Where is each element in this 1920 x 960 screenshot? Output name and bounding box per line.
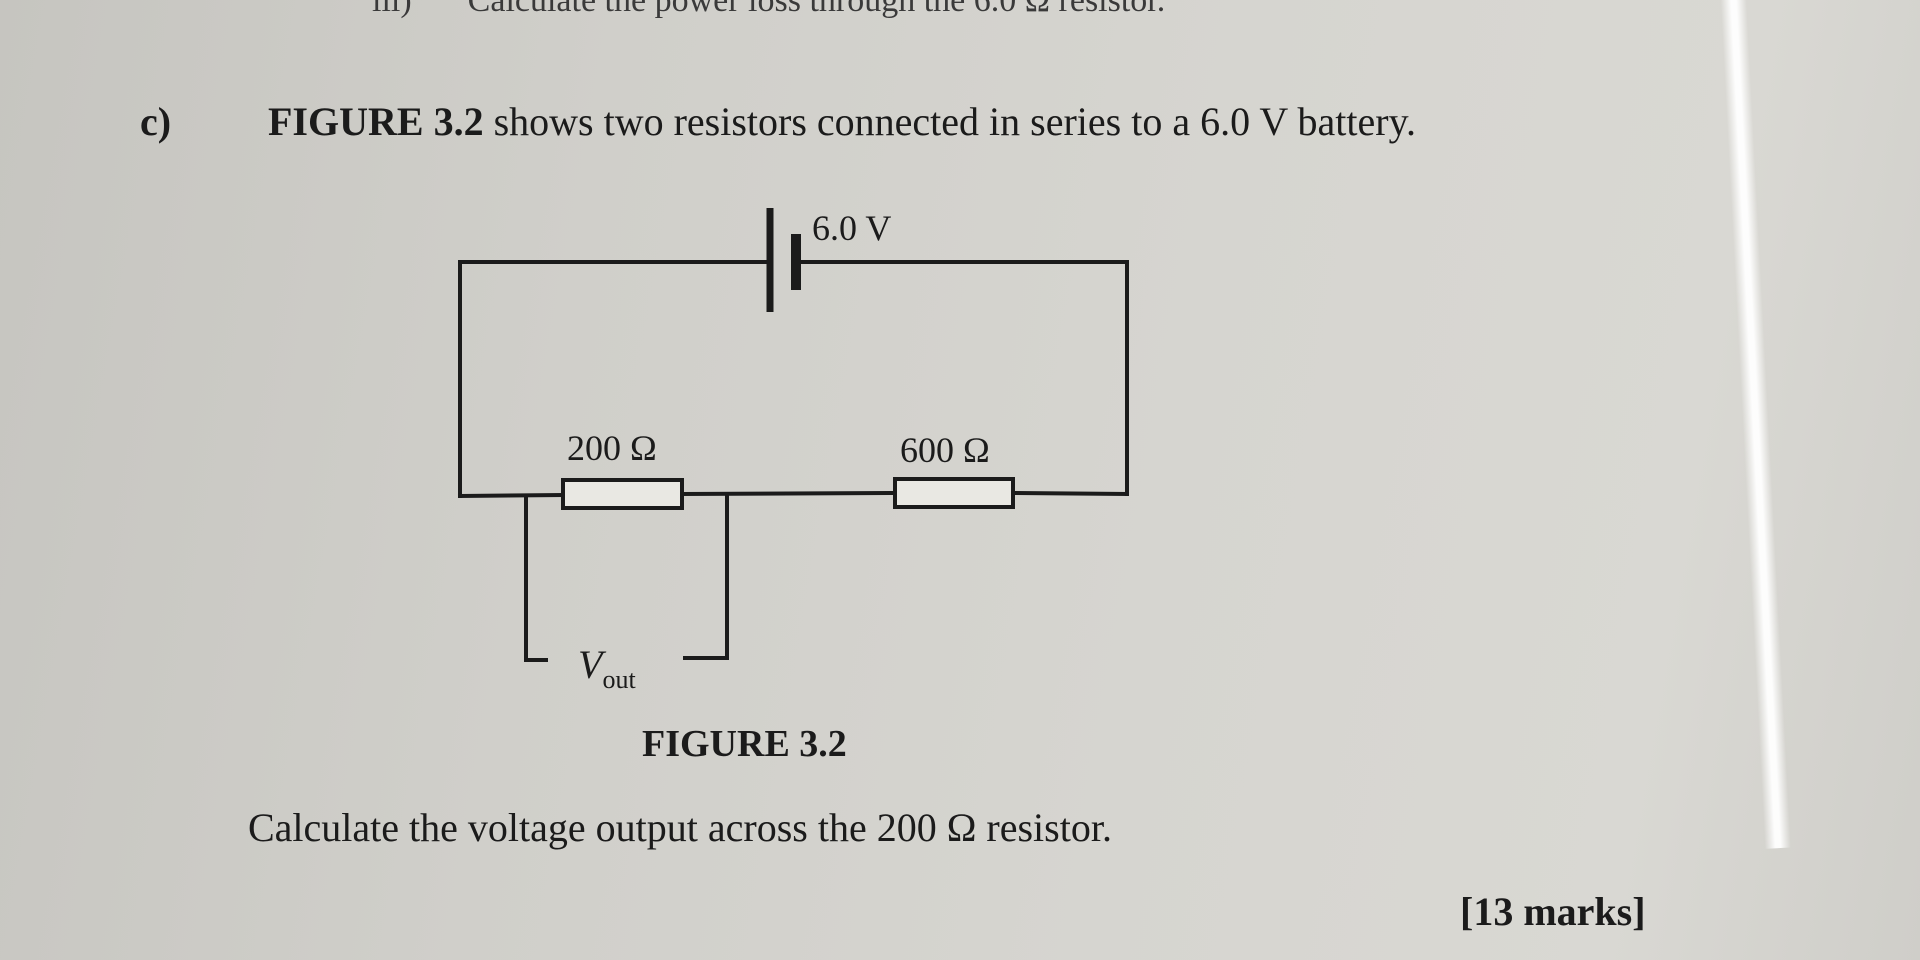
wire-bottom-middle — [679, 490, 898, 497]
wire-bottom-right — [1010, 490, 1130, 497]
vout-subscript: out — [602, 665, 636, 694]
resistor-200-ohm — [561, 478, 684, 510]
previous-question: iii) Calculate the power loss through the… — [372, 0, 1165, 20]
part-label: c) — [140, 99, 172, 144]
figure-caption: FIGURE 3.2 — [642, 723, 847, 765]
figure-reference: FIGURE 3.2 — [268, 99, 484, 144]
resistor-600-label: 600 Ω — [900, 430, 990, 470]
vout-lead-left — [524, 494, 548, 662]
question-text: Calculate the voltage output across the … — [248, 805, 1112, 850]
marks-label: [13 marks] — [1460, 889, 1646, 934]
wire-bottom-left — [457, 492, 565, 499]
vout-symbol: V — [578, 642, 607, 687]
resistor-600-ohm — [893, 477, 1015, 509]
vout-lead-right — [683, 492, 729, 660]
previous-question-text: Calculate the power loss through the 6.0… — [467, 0, 1166, 19]
part-intro-text: shows two resistors connected in series … — [483, 99, 1416, 144]
previous-question-number: iii) — [372, 0, 412, 19]
vout-label: Vout — [578, 642, 636, 694]
resistor-200-label: 200 Ω — [567, 428, 657, 468]
battery-label: 6.0 V — [812, 208, 891, 248]
part-intro: FIGURE 3.2 shows two resistors connected… — [268, 98, 1416, 145]
